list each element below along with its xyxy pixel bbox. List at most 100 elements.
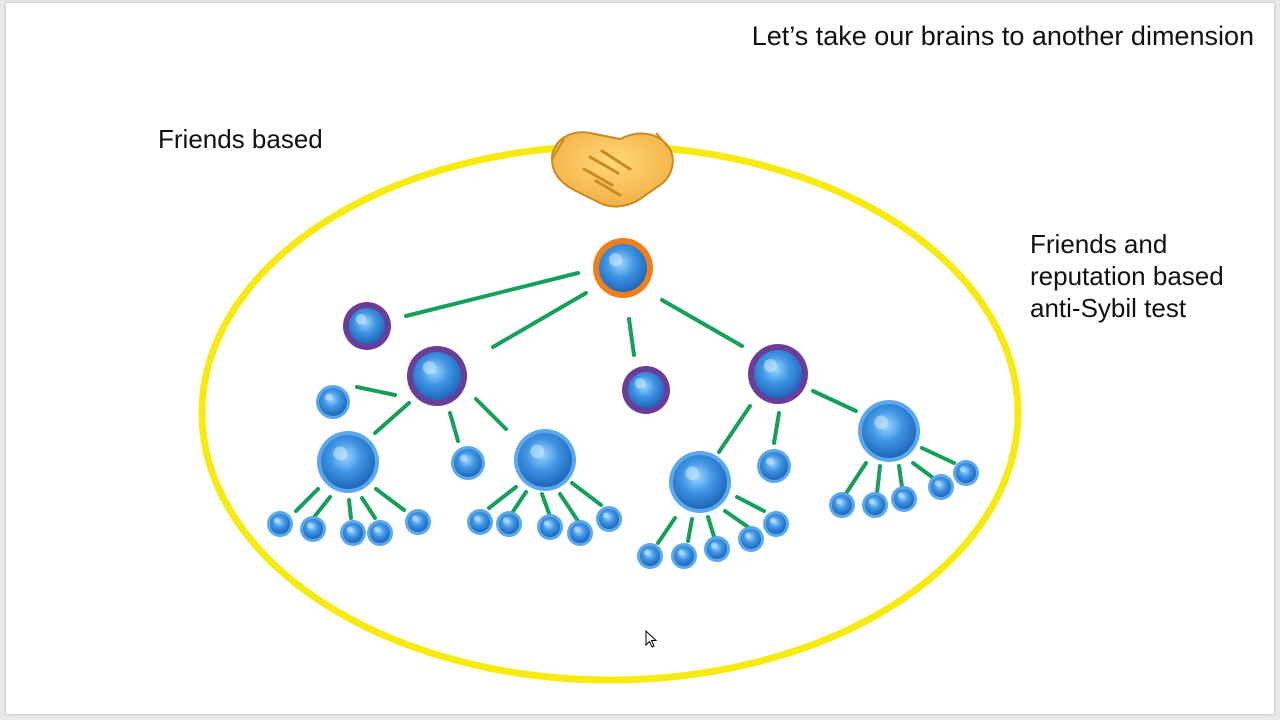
handshake-icon [550,131,674,208]
node-cell [862,404,916,458]
node-highlight [685,466,700,481]
edge [735,495,766,513]
leaf-node [467,509,493,535]
node-highlight [835,498,842,505]
node-highlight [634,378,646,389]
node-cell [599,509,619,529]
node-highlight [677,549,684,556]
leaf-node [367,520,393,546]
leaf-node [953,460,979,486]
tier-node [343,302,391,350]
edge [706,515,717,542]
node-cell [766,514,786,534]
leaf-node [405,509,431,535]
edge [920,446,956,465]
edge [404,271,580,318]
node-cell [408,512,428,532]
node-cell [956,463,976,483]
edge [875,464,882,495]
node-highlight [273,517,280,524]
node-highlight [460,454,468,462]
node-cell [370,523,390,543]
leaf-node [300,516,326,542]
node-cell [599,244,647,292]
node-cell [319,388,347,416]
node-cell [894,489,914,509]
leaf-node [928,474,954,500]
edge [360,496,377,520]
node-cell [413,352,461,400]
node-cell [754,350,802,398]
edge [897,464,904,489]
member-node [858,400,920,462]
node-highlight [608,253,623,267]
node-highlight [769,517,776,524]
leaf-node [829,492,855,518]
member-node [451,446,485,480]
edge [843,461,868,497]
node-cell [640,546,660,566]
node-highlight [373,526,380,533]
edge [660,298,744,348]
edge [723,509,750,529]
edge [627,317,636,357]
member-node [317,431,379,493]
node-highlight [868,498,875,505]
edge [355,385,397,397]
node-cell [270,514,290,534]
node-highlight [874,415,889,430]
leaf-node [267,511,293,537]
node-highlight [744,532,751,539]
tier-node [748,344,808,404]
node-highlight [710,542,717,549]
node-cell [673,455,727,509]
edge [570,481,603,507]
leaf-node [738,526,764,552]
edge [558,492,580,523]
edge [811,389,858,413]
edge [540,492,552,518]
node-cell [674,546,694,566]
node-cell [931,477,951,497]
node-highlight [959,466,966,473]
node-highlight [897,492,904,499]
node-cell [570,523,590,543]
edge [474,397,508,431]
node-cell [470,512,490,532]
node-highlight [530,444,545,459]
edge [656,516,677,545]
node-highlight [543,520,550,527]
node-cell [321,435,375,489]
node-highlight [346,526,353,533]
edge [772,411,781,445]
node-cell [499,514,519,534]
node-cell [343,523,363,543]
edges [294,271,956,545]
edge [491,291,588,349]
node-cell [628,372,664,408]
slide: Let’s take our brains to another dimensi… [6,3,1274,714]
edge [686,517,694,543]
node-cell [454,449,482,477]
node-highlight [333,446,348,461]
edge [313,495,332,518]
edge [347,498,353,520]
edge [448,411,460,443]
edge [374,487,406,512]
mouse-cursor-icon [645,629,658,648]
member-node [316,385,350,419]
node-highlight [355,314,367,325]
leaf-node [862,492,888,518]
node-highlight [602,512,609,519]
leaf-node [891,486,917,512]
leaf-node [763,511,789,537]
slide-title: Let’s take our brains to another dimensi… [751,21,1254,51]
tier-node [622,366,670,414]
leaf-node [537,514,563,540]
node-highlight [766,457,774,465]
edge [294,487,320,513]
node-cell [518,433,572,487]
leaf-node [567,520,593,546]
node-cell [760,452,788,480]
nodes [267,238,979,569]
